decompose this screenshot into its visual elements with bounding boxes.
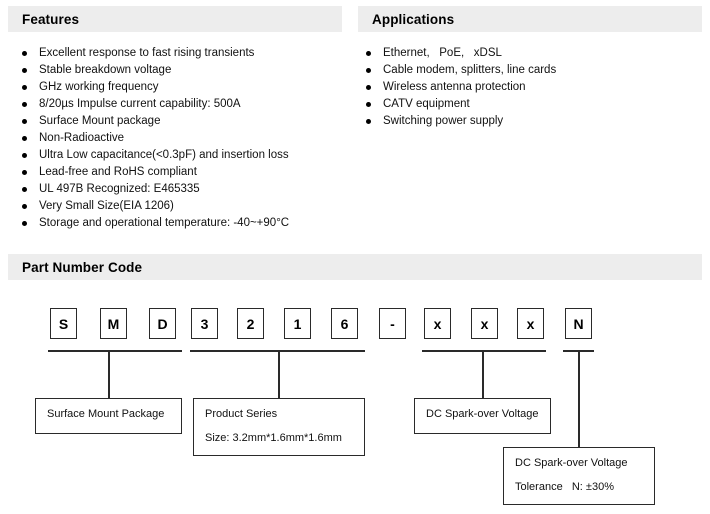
feature-item: Surface Mount package [14, 113, 344, 130]
code-char-label: - [390, 315, 395, 332]
bullet-icon [22, 136, 27, 141]
description-box-dc-spark-over-voltage: DC Spark-over Voltage [414, 398, 551, 434]
code-char-box: D [149, 308, 176, 339]
application-item: Wireless antenna protection [358, 79, 698, 96]
feature-item-label: Surface Mount package [39, 115, 161, 127]
code-char-label: 1 [293, 315, 302, 332]
description-line: Product Series [205, 408, 278, 420]
applications-title: Applications [372, 11, 455, 27]
code-char-label: 3 [200, 315, 209, 332]
application-item-label: Switching power supply [383, 115, 504, 127]
tolerance-group-bar [563, 350, 594, 352]
feature-item: Ultra Low capacitance(<0.3pF) and insert… [14, 147, 344, 164]
feature-item-label: Very Small Size(EIA 1206) [39, 200, 174, 212]
feature-item-label: Non-Radioactive [39, 132, 125, 144]
feature-item: GHz working frequency [14, 79, 344, 96]
bullet-icon [22, 170, 27, 175]
features-list: Excellent response to fast rising transi… [14, 45, 344, 232]
application-item-label: Wireless antenna protection [383, 81, 526, 93]
description-line: DC Spark-over Voltage [515, 457, 628, 469]
bullet-icon [22, 68, 27, 73]
code-char-box: N [565, 308, 592, 339]
code-char-label: S [58, 315, 69, 332]
bullet-icon [366, 68, 371, 73]
code-char-label: x [433, 315, 442, 332]
smd-group-bar [48, 350, 182, 352]
applications-list: Ethernet, PoE, xDSL Cable modem, splitter… [358, 45, 698, 130]
feature-item-label: Excellent response to fast rising transi… [39, 47, 255, 59]
code-char-box: - [379, 308, 406, 339]
feature-item-label: Storage and operational temperature: -40… [39, 217, 290, 229]
description-line: Tolerance N: ±30% [515, 481, 614, 493]
code-char-label: D [157, 315, 168, 332]
part-number-code-title: Part Number Code [22, 259, 143, 275]
bullet-icon [22, 102, 27, 107]
application-item: Cable modem, splitters, line cards [358, 62, 698, 79]
feature-item-label: GHz working frequency [39, 81, 159, 93]
description-line: DC Spark-over Voltage [426, 408, 539, 420]
code-char-box: x [517, 308, 544, 339]
bullet-icon [366, 51, 371, 56]
code-char-label: M [107, 315, 120, 332]
code-char-label: x [526, 315, 535, 332]
application-item-label: Ethernet, PoE, xDSL [383, 47, 502, 59]
code-char-label: 6 [340, 315, 349, 332]
feature-item-label: Stable breakdown voltage [39, 64, 172, 76]
part-number-code-section-header: Part Number Code [8, 254, 702, 280]
feature-item-label: Lead-free and RoHS compliant [39, 166, 197, 178]
voltage-group-bar [422, 350, 546, 352]
series-group-bar [190, 350, 365, 352]
feature-item: Very Small Size(EIA 1206) [14, 198, 344, 215]
feature-item: 8/20µs Impulse current capability: 500A [14, 96, 344, 113]
application-item: Switching power supply [358, 113, 698, 130]
description-line: Surface Mount Package [47, 408, 165, 420]
feature-item: Stable breakdown voltage [14, 62, 344, 79]
voltage-drop-line [482, 350, 484, 398]
bullet-icon [22, 119, 27, 124]
code-char-box: x [424, 308, 451, 339]
code-char-label: 2 [246, 315, 255, 332]
code-char-box: S [50, 308, 77, 339]
feature-item: Lead-free and RoHS compliant [14, 164, 344, 181]
description-box-surface-mount-package: Surface Mount Package [35, 398, 182, 434]
code-char-box: x [471, 308, 498, 339]
tolerance-drop-line [578, 350, 580, 447]
bullet-icon [22, 221, 27, 226]
bullet-icon [22, 153, 27, 158]
application-item: Ethernet, PoE, xDSL [358, 45, 698, 62]
bullet-icon [366, 85, 371, 90]
application-item: CATV equipment [358, 96, 698, 113]
bullet-icon [22, 187, 27, 192]
bullet-icon [22, 51, 27, 56]
application-item-label: Cable modem, splitters, line cards [383, 64, 557, 76]
features-title: Features [22, 11, 80, 27]
code-char-box: 6 [331, 308, 358, 339]
code-char-box: 2 [237, 308, 264, 339]
code-char-box: 3 [191, 308, 218, 339]
feature-item-label: UL 497B Recognized: E465335 [39, 183, 200, 195]
application-item-label: CATV equipment [383, 98, 470, 110]
code-char-box: M [100, 308, 127, 339]
code-char-label: x [480, 315, 489, 332]
code-char-label: N [573, 315, 584, 332]
features-section-header: Features [8, 6, 342, 32]
bullet-icon [366, 119, 371, 124]
smd-drop-line [108, 350, 110, 398]
feature-item: UL 497B Recognized: E465335 [14, 181, 344, 198]
bullet-icon [22, 204, 27, 209]
feature-item-label: Ultra Low capacitance(<0.3pF) and insert… [39, 149, 289, 161]
feature-item-label: 8/20µs Impulse current capability: 500A [39, 98, 241, 110]
bullet-icon [366, 102, 371, 107]
description-line: Size: 3.2mm*1.6mm*1.6mm [205, 432, 342, 444]
feature-item: Excellent response to fast rising transi… [14, 45, 344, 62]
bullet-icon [22, 85, 27, 90]
applications-section-header: Applications [358, 6, 702, 32]
feature-item: Storage and operational temperature: -40… [14, 215, 344, 232]
code-char-box: 1 [284, 308, 311, 339]
series-drop-line [278, 350, 280, 398]
feature-item: Non-Radioactive [14, 130, 344, 147]
